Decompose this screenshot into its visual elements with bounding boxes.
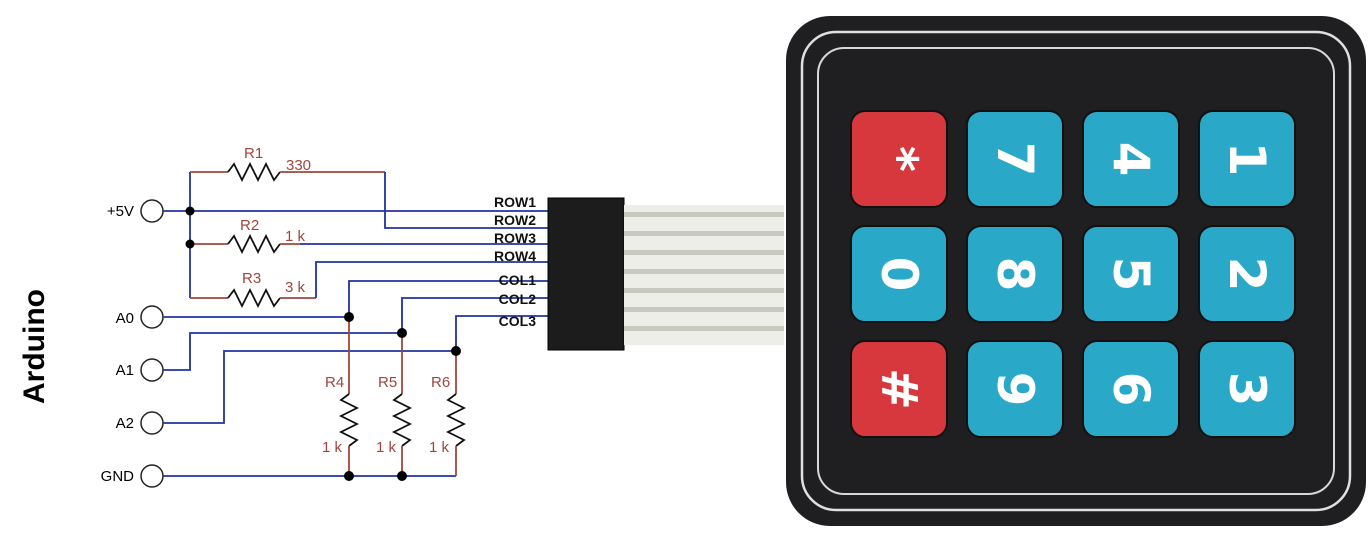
key-label: 0 <box>870 257 928 292</box>
pin-label-a0: A0 <box>116 310 134 327</box>
label-col2: COL2 <box>499 291 537 307</box>
label-row4: ROW4 <box>494 248 536 264</box>
pin-label-gnd: GND <box>101 468 135 485</box>
key-label: 9 <box>986 372 1044 407</box>
key-label: 2 <box>1218 257 1276 292</box>
key-star[interactable]: * <box>850 110 948 208</box>
key-cap[interactable] <box>1198 225 1296 323</box>
r2-value: 1 k <box>285 228 306 245</box>
pin-a1 <box>140 358 164 382</box>
label-row2: ROW2 <box>494 212 536 228</box>
key-hash[interactable]: # <box>850 340 948 438</box>
key-6[interactable]: 6 <box>1082 340 1180 438</box>
key-grid: * 7 4 1 0 8 5 2 #9 6 3 <box>850 110 1296 438</box>
key-cap[interactable] <box>1082 340 1180 438</box>
row-wires <box>190 171 548 299</box>
key-7[interactable]: 7 <box>966 110 1064 208</box>
key-label: 6 <box>1102 372 1160 407</box>
key-cap[interactable] <box>966 225 1064 323</box>
r3-name: R3 <box>242 270 261 287</box>
pin-label-a2: A2 <box>116 415 134 432</box>
pin-label-a1: A1 <box>116 362 134 379</box>
pin-a2 <box>140 411 164 435</box>
pin-a0 <box>140 305 164 329</box>
key-4[interactable]: 4 <box>1082 110 1180 208</box>
key-label: # <box>870 368 928 410</box>
key-3[interactable]: 3 <box>1198 340 1296 438</box>
pin-gnd <box>140 464 164 488</box>
resistor-r4 <box>338 393 360 447</box>
key-0[interactable]: 0 <box>850 225 948 323</box>
key-cap[interactable] <box>850 340 948 438</box>
label-col1: COL1 <box>499 272 537 288</box>
key-cap[interactable] <box>1082 225 1180 323</box>
ribbon-connector <box>547 197 625 351</box>
junction-dots <box>185 206 461 481</box>
keypad: * 7 4 1 0 8 5 2 #9 6 3 <box>786 16 1366 526</box>
key-cap[interactable] <box>1082 110 1180 208</box>
r5-name: R5 <box>378 374 397 391</box>
pin-5v <box>140 199 164 223</box>
key-5[interactable]: 5 <box>1082 225 1180 323</box>
r2-name: R2 <box>240 217 259 234</box>
key-label: 1 <box>1218 142 1276 177</box>
key-8[interactable]: 8 <box>966 225 1064 323</box>
resistor-r1 <box>227 161 281 183</box>
keypad-inner-border <box>817 47 1335 495</box>
key-label: 5 <box>1102 257 1160 292</box>
key-label: 3 <box>1218 372 1276 407</box>
r3-value: 3 k <box>285 279 306 296</box>
key-label: * <box>870 146 928 172</box>
r6-value: 1 k <box>429 439 450 456</box>
key-label: 4 <box>1102 142 1160 177</box>
key-cap[interactable] <box>1198 110 1296 208</box>
resistor-r6 <box>445 393 467 447</box>
key-cap[interactable] <box>966 110 1064 208</box>
power-bus <box>163 171 228 299</box>
r1-name: R1 <box>244 145 263 162</box>
key-label: 7 <box>986 142 1044 177</box>
resistor-r3 <box>227 287 281 309</box>
column-wires <box>163 280 548 477</box>
label-row3: ROW3 <box>494 230 536 246</box>
label-col3: COL3 <box>499 313 537 329</box>
arduino-label: Arduino <box>18 289 51 404</box>
r4-name: R4 <box>325 374 344 391</box>
key-cap[interactable] <box>966 340 1064 438</box>
key-9[interactable]: 9 <box>966 340 1064 438</box>
ribbon-cable <box>624 205 784 345</box>
keypad-outer-border <box>800 30 1352 512</box>
r5-value: 1 k <box>376 439 397 456</box>
resistor-r5 <box>391 393 413 447</box>
key-2[interactable]: 2 <box>1198 225 1296 323</box>
key-1[interactable]: 1 <box>1198 110 1296 208</box>
key-cap[interactable] <box>1198 340 1296 438</box>
pin-label-5v: +5V <box>107 203 134 220</box>
key-cap[interactable] <box>850 110 948 208</box>
key-cap[interactable] <box>850 225 948 323</box>
r1-value: 330 <box>286 157 311 174</box>
r4-value: 1 k <box>322 439 343 456</box>
key-label: 8 <box>986 257 1044 292</box>
resistor-r2 <box>227 233 281 255</box>
label-row1: ROW1 <box>494 194 536 210</box>
r6-name: R6 <box>431 374 450 391</box>
